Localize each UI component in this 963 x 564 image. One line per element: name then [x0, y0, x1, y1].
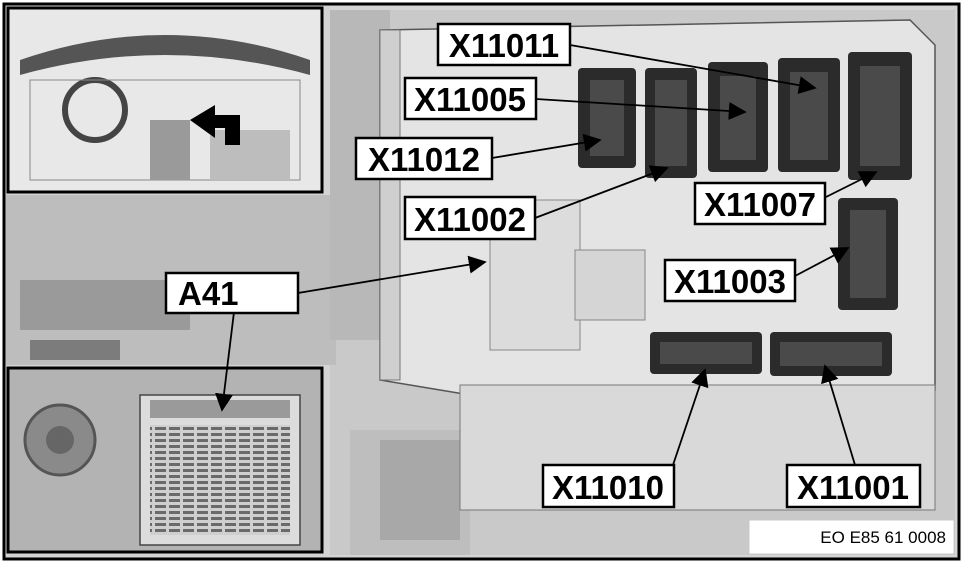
callout-lines [215, 44, 878, 466]
label-x11010: X11010 [541, 463, 676, 509]
inset-module-closeup [6, 366, 324, 554]
svg-text:X11007: X11007 [704, 186, 816, 223]
label-x11012: X11012 [354, 136, 494, 181]
svg-text:A41: A41 [178, 275, 239, 312]
label-x11003: X11003 [663, 258, 797, 303]
label-x11002: X11002 [403, 195, 537, 241]
svg-text:X11005: X11005 [414, 81, 526, 118]
svg-text:X11003: X11003 [674, 263, 786, 300]
svg-text:EO E85 61 0008: EO E85 61 0008 [820, 528, 946, 547]
svg-text:X11001: X11001 [797, 469, 909, 506]
svg-text:X11010: X11010 [552, 469, 664, 506]
label-x11011: X11011 [436, 22, 572, 67]
svg-text:X11012: X11012 [368, 141, 480, 178]
svg-text:X11011: X11011 [449, 27, 559, 64]
label-x11005: X11005 [403, 76, 538, 121]
label-a41: A41 [164, 271, 300, 315]
label-x11001: X11001 [785, 463, 922, 509]
inset-car-interior [6, 6, 324, 194]
reference-code: EO E85 61 0008 [749, 520, 954, 554]
pointer-arrow-icon [190, 105, 240, 145]
callout-labels: X11011 X11005 X11012 X11002 X11007 X1100… [164, 22, 922, 509]
svg-text:X11002: X11002 [414, 201, 526, 238]
label-x11007: X11007 [693, 181, 827, 226]
